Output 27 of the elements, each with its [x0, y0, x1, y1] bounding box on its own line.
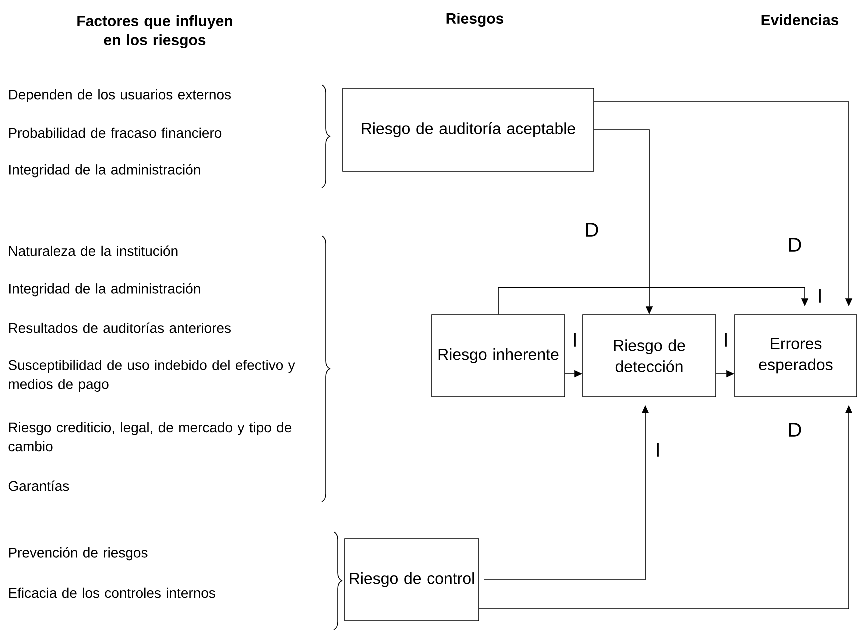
edge-label: I [819, 289, 821, 303]
factor-text: Probabilidad de fracaso financiero [9, 128, 222, 138]
column-header: Evidencias [762, 14, 839, 26]
factor-text: Resultados de auditorías anteriores [9, 322, 231, 334]
factor-text: Dependen de los usuarios externos [9, 89, 231, 103]
edge-label: I [574, 333, 576, 347]
factor-text: Integridad de la administración [10, 283, 200, 297]
column-header: Riesgos [446, 12, 504, 28]
factor-text: Riesgo crediticio, legal, de mercado y tipo de cambio [8, 422, 292, 452]
edge-label: D [789, 423, 802, 437]
factor-text: Eficacia de los controles internos [9, 588, 216, 598]
edge-label: I [657, 443, 659, 457]
process-box: Errores esperados [734, 314, 858, 398]
column-header: Factores que influyen en los riesgos [78, 15, 232, 49]
factor-text: Integridad de la administración [10, 164, 200, 178]
arrow [498, 287, 809, 315]
process-box: Riesgo inherente [432, 314, 566, 398]
edge-label: D [789, 238, 802, 252]
factor-text: Garantías [8, 480, 70, 492]
factor-text: Prevención de riesgos [9, 547, 148, 561]
process-box: Riesgo de detección [582, 314, 716, 398]
edge-label: I [725, 333, 727, 347]
process-box: Riesgo de auditoría aceptable [342, 88, 594, 172]
factor-text: Naturaleza de la institución [9, 246, 178, 256]
edge-label: D [586, 223, 598, 237]
factor-text: Susceptibilidad de uso indebido del efectivo y medios de pago [8, 360, 296, 392]
process-box: Riesgo de control [344, 538, 480, 622]
